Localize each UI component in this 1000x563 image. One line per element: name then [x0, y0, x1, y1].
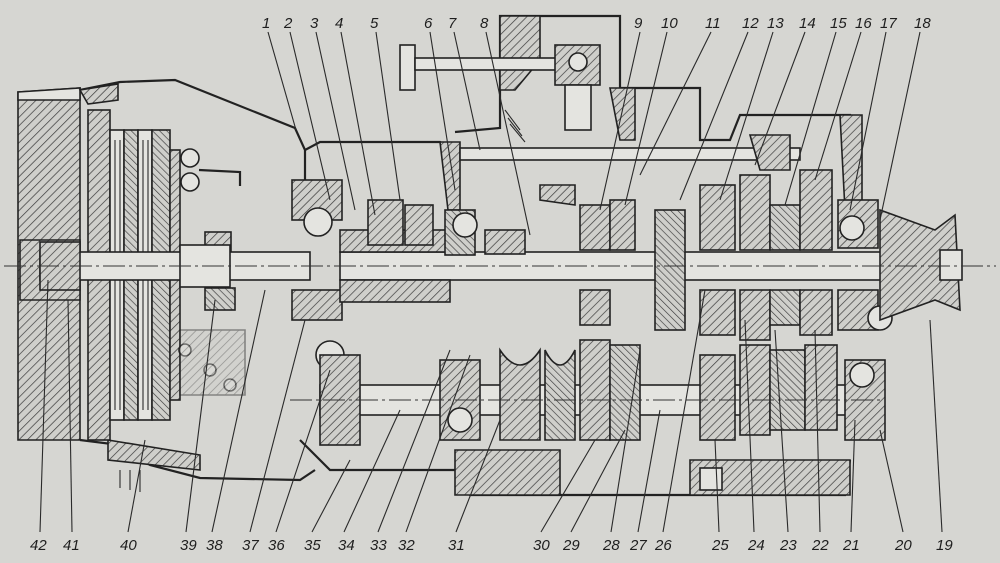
callout-label-26: 26: [654, 537, 672, 554]
callout-label-19: 19: [936, 537, 953, 554]
callout-label-6: 6: [424, 15, 433, 32]
callout-label-10: 10: [661, 15, 678, 32]
callout-label-25: 25: [711, 537, 729, 554]
callout-label-39: 39: [180, 537, 197, 554]
callout-label-37: 37: [242, 537, 259, 554]
callout-label-12: 12: [742, 15, 759, 32]
callout-label-2: 2: [283, 15, 293, 32]
callout-label-3: 3: [310, 15, 319, 32]
callout-label-29: 29: [562, 537, 580, 554]
shift-mechanism: [399, 44, 801, 206]
callout-label-17: 17: [880, 15, 897, 32]
callout-label-40: 40: [120, 537, 137, 554]
countershaft-gears: [499, 339, 838, 441]
bottom-callout-labels: 42 41 40 39 38 37 36 35 34 33 32 31 30 29 28 27 26 25 24 23…: [30, 537, 953, 554]
callout-label-22: 22: [811, 537, 829, 554]
callout-label-24: 24: [747, 537, 765, 554]
callout-label-18: 18: [914, 15, 931, 32]
top-leader-lines: [267, 31, 921, 236]
callout-label-31: 31: [448, 537, 465, 554]
callout-label-28: 28: [602, 537, 620, 554]
callout-label-15: 15: [830, 15, 847, 32]
callout-label-11: 11: [705, 15, 721, 32]
callout-label-27: 27: [629, 537, 647, 554]
callout-label-1: 1: [262, 15, 270, 32]
callout-label-20: 20: [894, 537, 912, 554]
clutch-housing: [78, 78, 316, 492]
output-flange: [879, 208, 963, 322]
callout-label-42: 42: [30, 537, 47, 554]
callout-label-38: 38: [206, 537, 223, 554]
callout-label-41: 41: [63, 537, 80, 554]
callout-label-9: 9: [634, 15, 643, 32]
gearbox-case: [299, 14, 863, 497]
callout-label-8: 8: [480, 15, 489, 32]
callout-label-21: 21: [842, 537, 860, 554]
callout-label-35: 35: [304, 537, 321, 554]
callout-label-33: 33: [370, 537, 387, 554]
callout-label-7: 7: [448, 15, 457, 32]
callout-label-32: 32: [398, 537, 415, 554]
callout-label-36: 36: [268, 537, 285, 554]
callout-label-13: 13: [767, 15, 784, 32]
callout-label-14: 14: [799, 15, 816, 32]
bottom-leader-lines: [39, 279, 943, 533]
callout-label-30: 30: [533, 537, 550, 554]
center-lines: [4, 265, 996, 401]
callout-label-34: 34: [338, 537, 355, 554]
callout-label-16: 16: [855, 15, 872, 32]
callout-label-23: 23: [779, 537, 797, 554]
callout-label-5: 5: [370, 15, 379, 32]
callout-label-4: 4: [335, 15, 343, 32]
